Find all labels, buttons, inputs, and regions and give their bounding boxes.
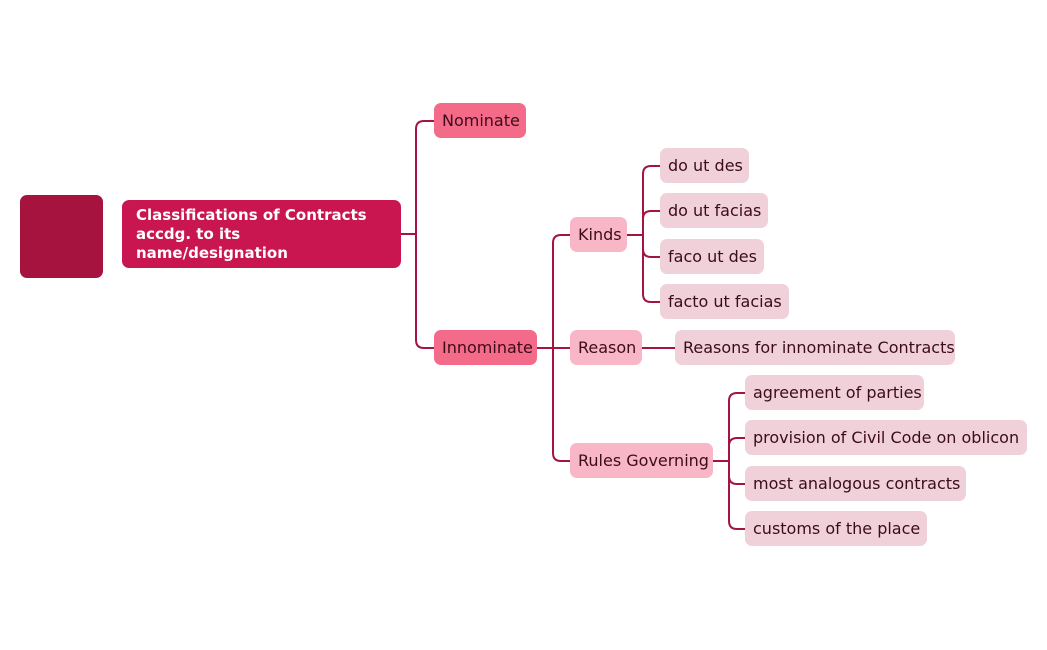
topic-rules-governing[interactable]: Rules Governing [570, 443, 713, 478]
connector-innominate-rules [536, 347, 571, 462]
root-topic-line-2: accdg. to its name/designation [136, 224, 288, 262]
topic-nominate[interactable]: Nominate [434, 103, 526, 138]
reason-item[interactable]: Reasons for innominate Contracts [675, 330, 955, 365]
root-topic[interactable]: Classifications of Contracts accdg. to i… [122, 200, 401, 268]
root-topic-text: Classifications of Contracts accdg. to i… [136, 206, 387, 263]
connector-root-innominate [400, 233, 435, 349]
connector-root-nominate [400, 120, 435, 235]
topic-reason[interactable]: Reason [570, 330, 642, 365]
kinds-item[interactable]: facto ut facias [660, 284, 789, 319]
kinds-item[interactable]: do ut des [660, 148, 749, 183]
connector-rules-item4 [712, 460, 746, 530]
kinds-item[interactable]: do ut facias [660, 193, 768, 228]
connector-kinds-item1 [626, 165, 661, 236]
topic-innominate[interactable]: Innominate [434, 330, 537, 365]
rules-item[interactable]: provision of Civil Code on oblicon [745, 420, 1027, 455]
connector-innominate-kinds [536, 234, 571, 349]
connector-kinds-item3 [626, 234, 661, 258]
connector-kinds-item4 [626, 234, 661, 303]
kinds-item[interactable]: faco ut des [660, 239, 764, 274]
rules-item[interactable]: customs of the place [745, 511, 927, 546]
connector-rules-item3 [712, 460, 746, 485]
connector-rules-item1 [712, 392, 746, 462]
decorative-square [20, 195, 103, 278]
connector-kinds-item2 [626, 210, 661, 236]
rules-item[interactable]: most analogous contracts [745, 466, 966, 501]
connector-rules-item2 [712, 437, 746, 462]
root-topic-line-1: Classifications of Contracts [136, 205, 367, 224]
rules-item[interactable]: agreement of parties [745, 375, 924, 410]
topic-kinds[interactable]: Kinds [570, 217, 627, 252]
